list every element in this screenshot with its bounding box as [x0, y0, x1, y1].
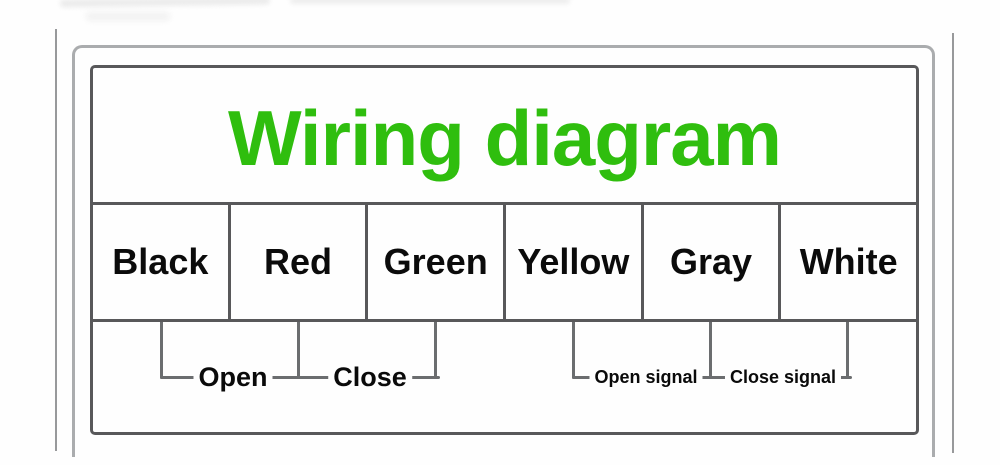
- wire-box-yellow: Yellow: [506, 205, 644, 319]
- wire-box-green: Green: [368, 205, 507, 319]
- connector-rail-signals: [572, 376, 852, 379]
- wire-color-row: Black Red Green Yellow Gray White: [93, 205, 916, 322]
- label-close-signal: Close signal: [724, 367, 842, 388]
- label-close: Close: [328, 362, 412, 393]
- page-title: Wiring diagram: [227, 93, 782, 182]
- scan-artifact: [290, 0, 570, 4]
- wire-box-white: White: [799, 241, 898, 282]
- outer-panel: [72, 45, 935, 457]
- connector-rail-open-close: [160, 376, 440, 379]
- title-row: Wiring diagram: [93, 68, 916, 205]
- label-open-signal: Open signal: [589, 367, 703, 388]
- wiring-diagram-table: Wiring diagram Black Red Green Yellow Gr…: [90, 65, 919, 435]
- wire-box-black: Black: [93, 205, 231, 319]
- connector-drop-black: [160, 322, 163, 379]
- outer-frame-line-left: [55, 29, 57, 451]
- connector-drop-white: [846, 322, 849, 379]
- connector-drop-gray: [709, 322, 712, 379]
- wire-box-red: Red: [231, 205, 369, 319]
- connector-drop-yellow: [572, 322, 575, 379]
- connector-drop-red: [297, 322, 300, 379]
- outer-frame-line-right: [952, 33, 954, 453]
- scan-artifact: [86, 12, 170, 21]
- label-open: Open: [193, 362, 273, 393]
- scan-artifact: [59, 0, 271, 8]
- wire-box-gray: Gray: [644, 205, 782, 319]
- connector-drop-green: [434, 322, 437, 379]
